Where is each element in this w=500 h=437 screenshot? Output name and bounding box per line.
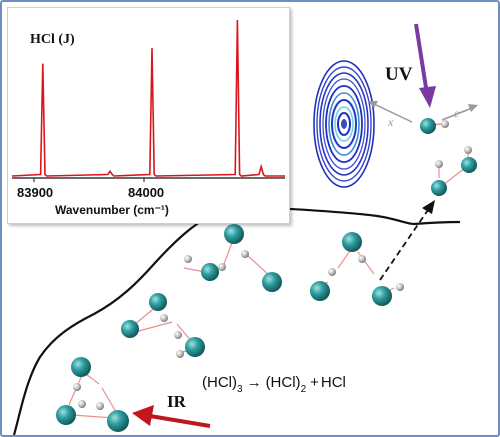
hcl-trimer-cluster — [183, 224, 282, 292]
ir-arrow — [132, 405, 211, 428]
fragment-x-label: x — [387, 115, 394, 129]
dissociation-arrowhead — [422, 200, 435, 214]
dissociation-dashed-arrow — [379, 206, 431, 281]
uv-arrow — [414, 23, 436, 108]
hcl-molecule-top — [420, 118, 449, 134]
hcl-trimer-cluster — [56, 357, 129, 432]
electron-label: e⁻ — [454, 106, 467, 120]
spectrum-title: HCl (J) — [30, 32, 75, 47]
spectrum-tick-label: 84000 — [128, 185, 164, 200]
ir-label: IR — [167, 392, 187, 411]
spectrum-inset: HCl (J) 83900 84000 Wavenumber (cm⁻¹) — [7, 7, 290, 224]
electron-arrow — [441, 104, 478, 121]
uv-label: UV — [385, 64, 413, 85]
hcl-trimer-cluster — [310, 232, 404, 306]
fragment-left-arrow — [368, 101, 413, 123]
photoelectron-image — [313, 60, 375, 188]
spectrum-tick-label: 83900 — [17, 185, 53, 200]
spectrum-line — [11, 19, 285, 177]
hcl-trimer-cluster — [121, 293, 205, 358]
hcl-dimer-fragment — [431, 146, 477, 196]
spectrum-chart: HCl (J) 83900 84000 Wavenumber (cm⁻¹) — [8, 8, 289, 223]
spectrum-x-label: Wavenumber (cm⁻¹) — [55, 203, 169, 217]
reaction-equation: (HCl)3→(HCl)2+HCl — [202, 374, 346, 395]
